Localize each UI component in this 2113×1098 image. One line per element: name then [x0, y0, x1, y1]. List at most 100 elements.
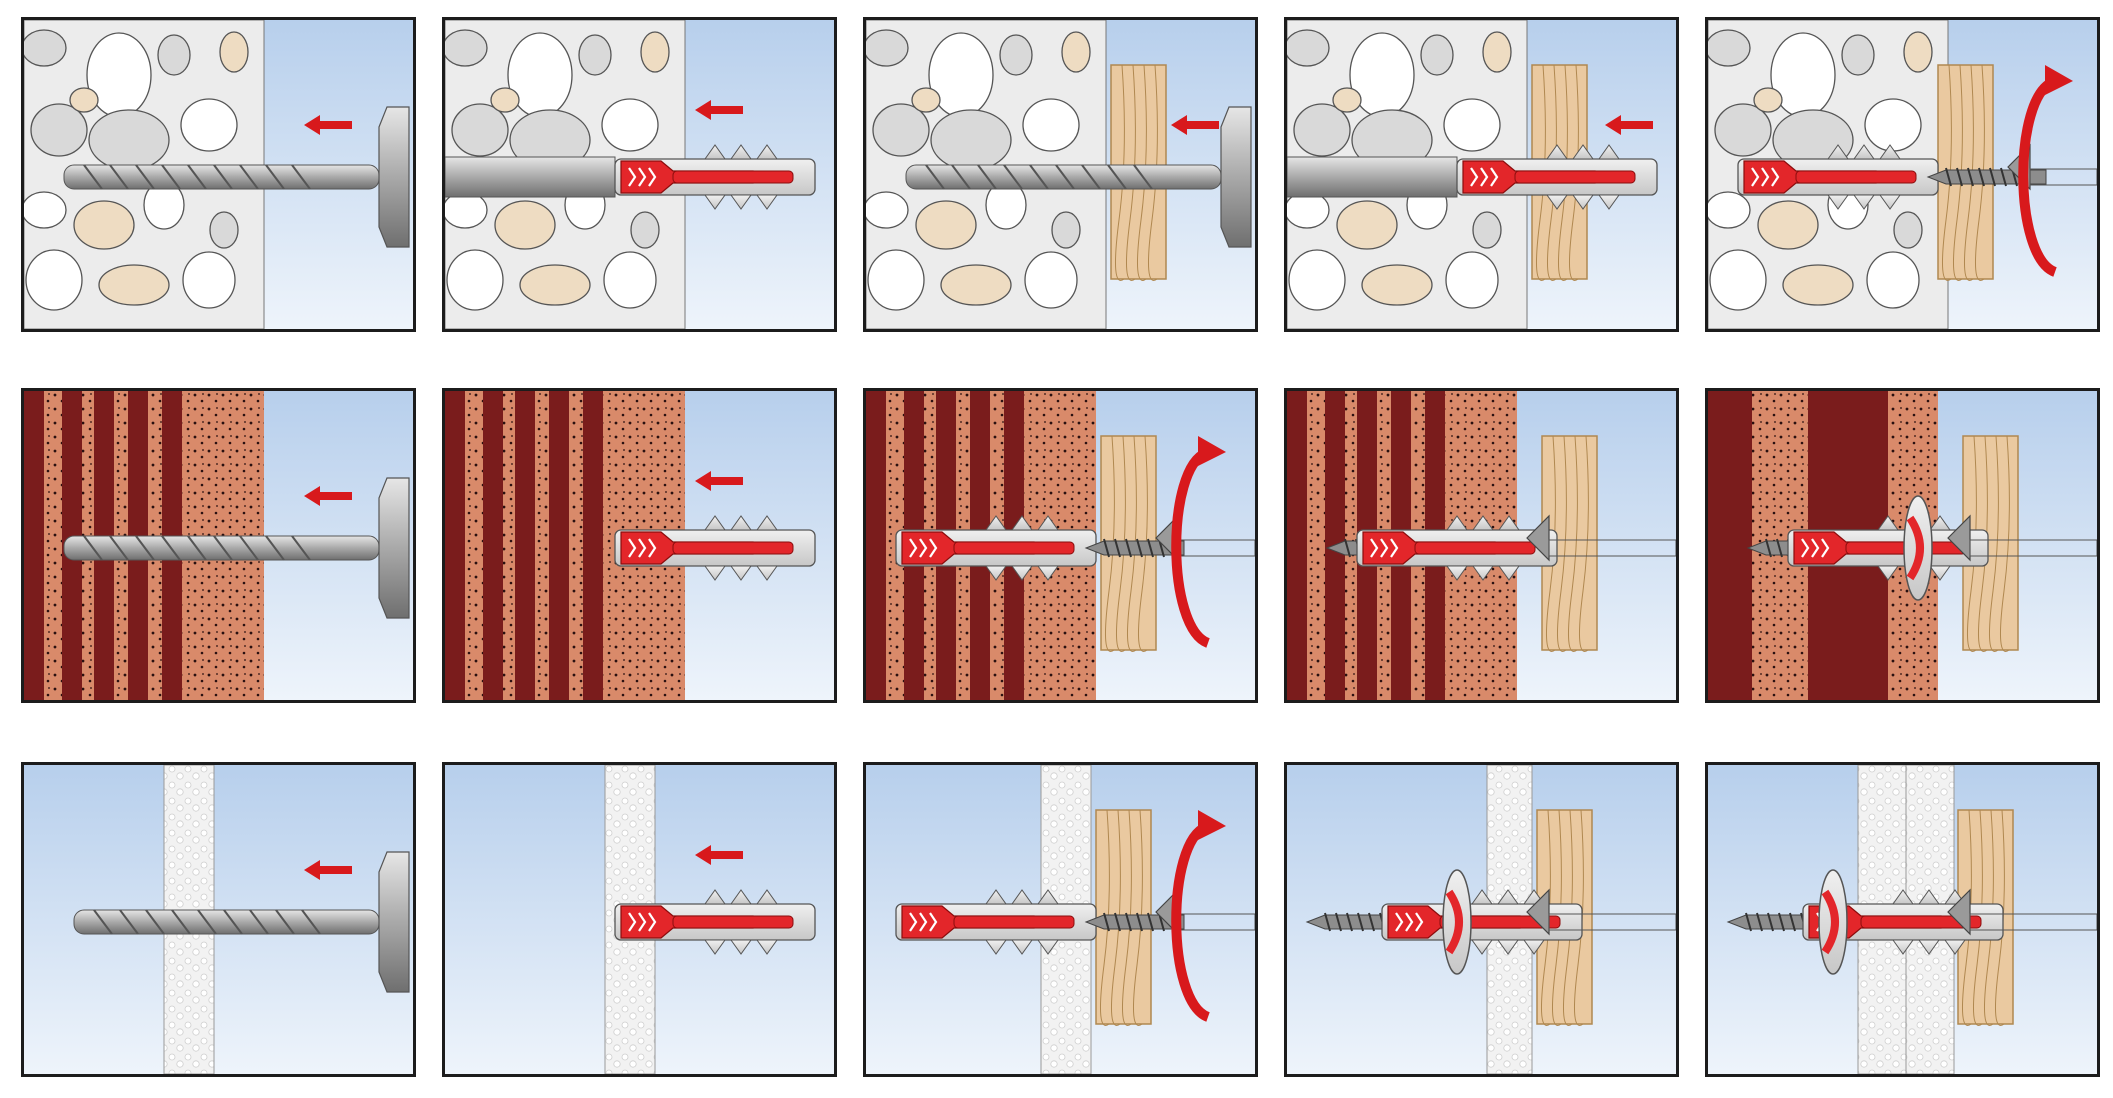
drill-bit-icon [63, 477, 410, 619]
wood-grain [2000, 435, 2010, 652]
brick-cavity [866, 391, 886, 700]
panel-brick-expanded [1284, 388, 1679, 703]
aggregate-pebble [180, 98, 238, 152]
aggregate-pebble [1024, 251, 1078, 309]
aggregate-pebble [157, 34, 191, 76]
screw-head [1526, 514, 1550, 562]
wood-grain [1111, 809, 1121, 1026]
aggregate-pebble [1893, 211, 1923, 249]
panel-board-drill [21, 762, 416, 1077]
aggregate-pebble [1061, 31, 1091, 73]
wood-grain [1953, 64, 1963, 281]
drill-bit-icon [905, 106, 1252, 248]
wood-grain [1568, 435, 1578, 652]
wall-plug-icon [614, 144, 816, 210]
brick-cavity [445, 391, 465, 700]
aggregate-pebble [1708, 191, 1751, 229]
panel-illustration [24, 20, 413, 329]
panel-illustration [866, 391, 1255, 700]
wood-grain [1115, 64, 1125, 281]
screwdriver-bit [1969, 913, 2097, 931]
aggregate-pebble [30, 103, 88, 157]
drill-bit-icon [63, 106, 410, 248]
panel-illustration [1708, 765, 2097, 1074]
insert-arrow-icon [1171, 115, 1219, 135]
brick-cavity [483, 391, 503, 700]
panel-board-knotted [1284, 762, 1679, 1077]
panel-concrete-drill-through [863, 17, 1258, 332]
aggregate-pebble [445, 29, 488, 67]
aggregate-pebble [867, 249, 925, 311]
wood-grain [1126, 64, 1136, 281]
aggregate-pebble [1482, 31, 1512, 73]
wall-plug-icon [614, 889, 816, 955]
wall-plug-icon [1456, 144, 1658, 210]
aggregate-pebble [24, 191, 67, 229]
panel-illustration [24, 765, 413, 1074]
wood-grain [1100, 809, 1110, 1026]
wood-grain [1137, 64, 1147, 281]
aggregate-pebble [999, 34, 1033, 76]
wood-grain [1138, 435, 1148, 652]
aggregate-pebble [603, 251, 657, 309]
wall-plug-icon [614, 515, 816, 581]
aggregate-pebble [1757, 200, 1819, 250]
aggregate-pebble [1753, 87, 1783, 113]
wood-grain [1574, 809, 1584, 1026]
wood-grain [1557, 435, 1567, 652]
wood-grain [1122, 809, 1132, 1026]
insert-arrow-icon [695, 100, 743, 120]
aggregate-pebble [1709, 249, 1767, 311]
wall-plug-icon [1356, 515, 1558, 581]
aggregate-pebble [1332, 87, 1362, 113]
wood-grain [1133, 809, 1143, 1026]
wood-grain [1989, 435, 1999, 652]
wood-grain [1541, 809, 1551, 1026]
brick-cavity [24, 391, 44, 700]
panel-illustration [866, 20, 1255, 329]
panel-illustration [1287, 20, 1676, 329]
wood-grain [1558, 64, 1568, 281]
aggregate-pebble [490, 87, 520, 113]
panel-concrete-insert [442, 17, 837, 332]
aggregate-pebble [1841, 34, 1875, 76]
wood-grain [1547, 64, 1557, 281]
aggregate-pebble [1443, 98, 1501, 152]
wood-grain [1942, 64, 1952, 281]
screwdriver-bit [1969, 539, 2097, 557]
insert-arrow-icon [304, 860, 352, 880]
aggregate-pebble [1420, 34, 1454, 76]
aggregate-pebble [69, 87, 99, 113]
wood-grain [1569, 64, 1579, 281]
panel-illustration [1708, 20, 2097, 329]
aggregate-pebble [940, 264, 1012, 306]
aggregate-pebble [1287, 29, 1330, 67]
aggregate-pebble [519, 264, 591, 306]
aggregate-pebble [88, 109, 170, 171]
panel-brick-screw [863, 388, 1258, 703]
screw-icon [1084, 538, 1185, 558]
panel-illustration [1287, 391, 1676, 700]
aggregate-pebble [1051, 211, 1081, 249]
rotate-arrow-icon [1171, 436, 1226, 648]
wood-grain [1984, 809, 1994, 1026]
wall-plug-icon [895, 889, 1097, 955]
wood-grain [1579, 435, 1589, 652]
aggregate-pebble [866, 191, 909, 229]
wood-grain [1975, 64, 1985, 281]
aggregate-pebble [1022, 98, 1080, 152]
aggregate-pebble [601, 98, 659, 152]
wood-grain [1536, 64, 1546, 281]
wood-grain [1962, 809, 1972, 1026]
insert-arrow-icon [695, 471, 743, 491]
aggregate-pebble [1472, 211, 1502, 249]
aggregate-pebble [1864, 98, 1922, 152]
brick-cavity [549, 391, 569, 700]
aggregate-pebble [446, 249, 504, 311]
screwdriver-bit [1548, 539, 1676, 557]
wood-grain [1552, 809, 1562, 1026]
aggregate-pebble [1361, 264, 1433, 306]
wall-plug-icon [1787, 495, 1989, 601]
screw-head [1947, 888, 1971, 936]
aggregate-pebble [930, 109, 1012, 171]
